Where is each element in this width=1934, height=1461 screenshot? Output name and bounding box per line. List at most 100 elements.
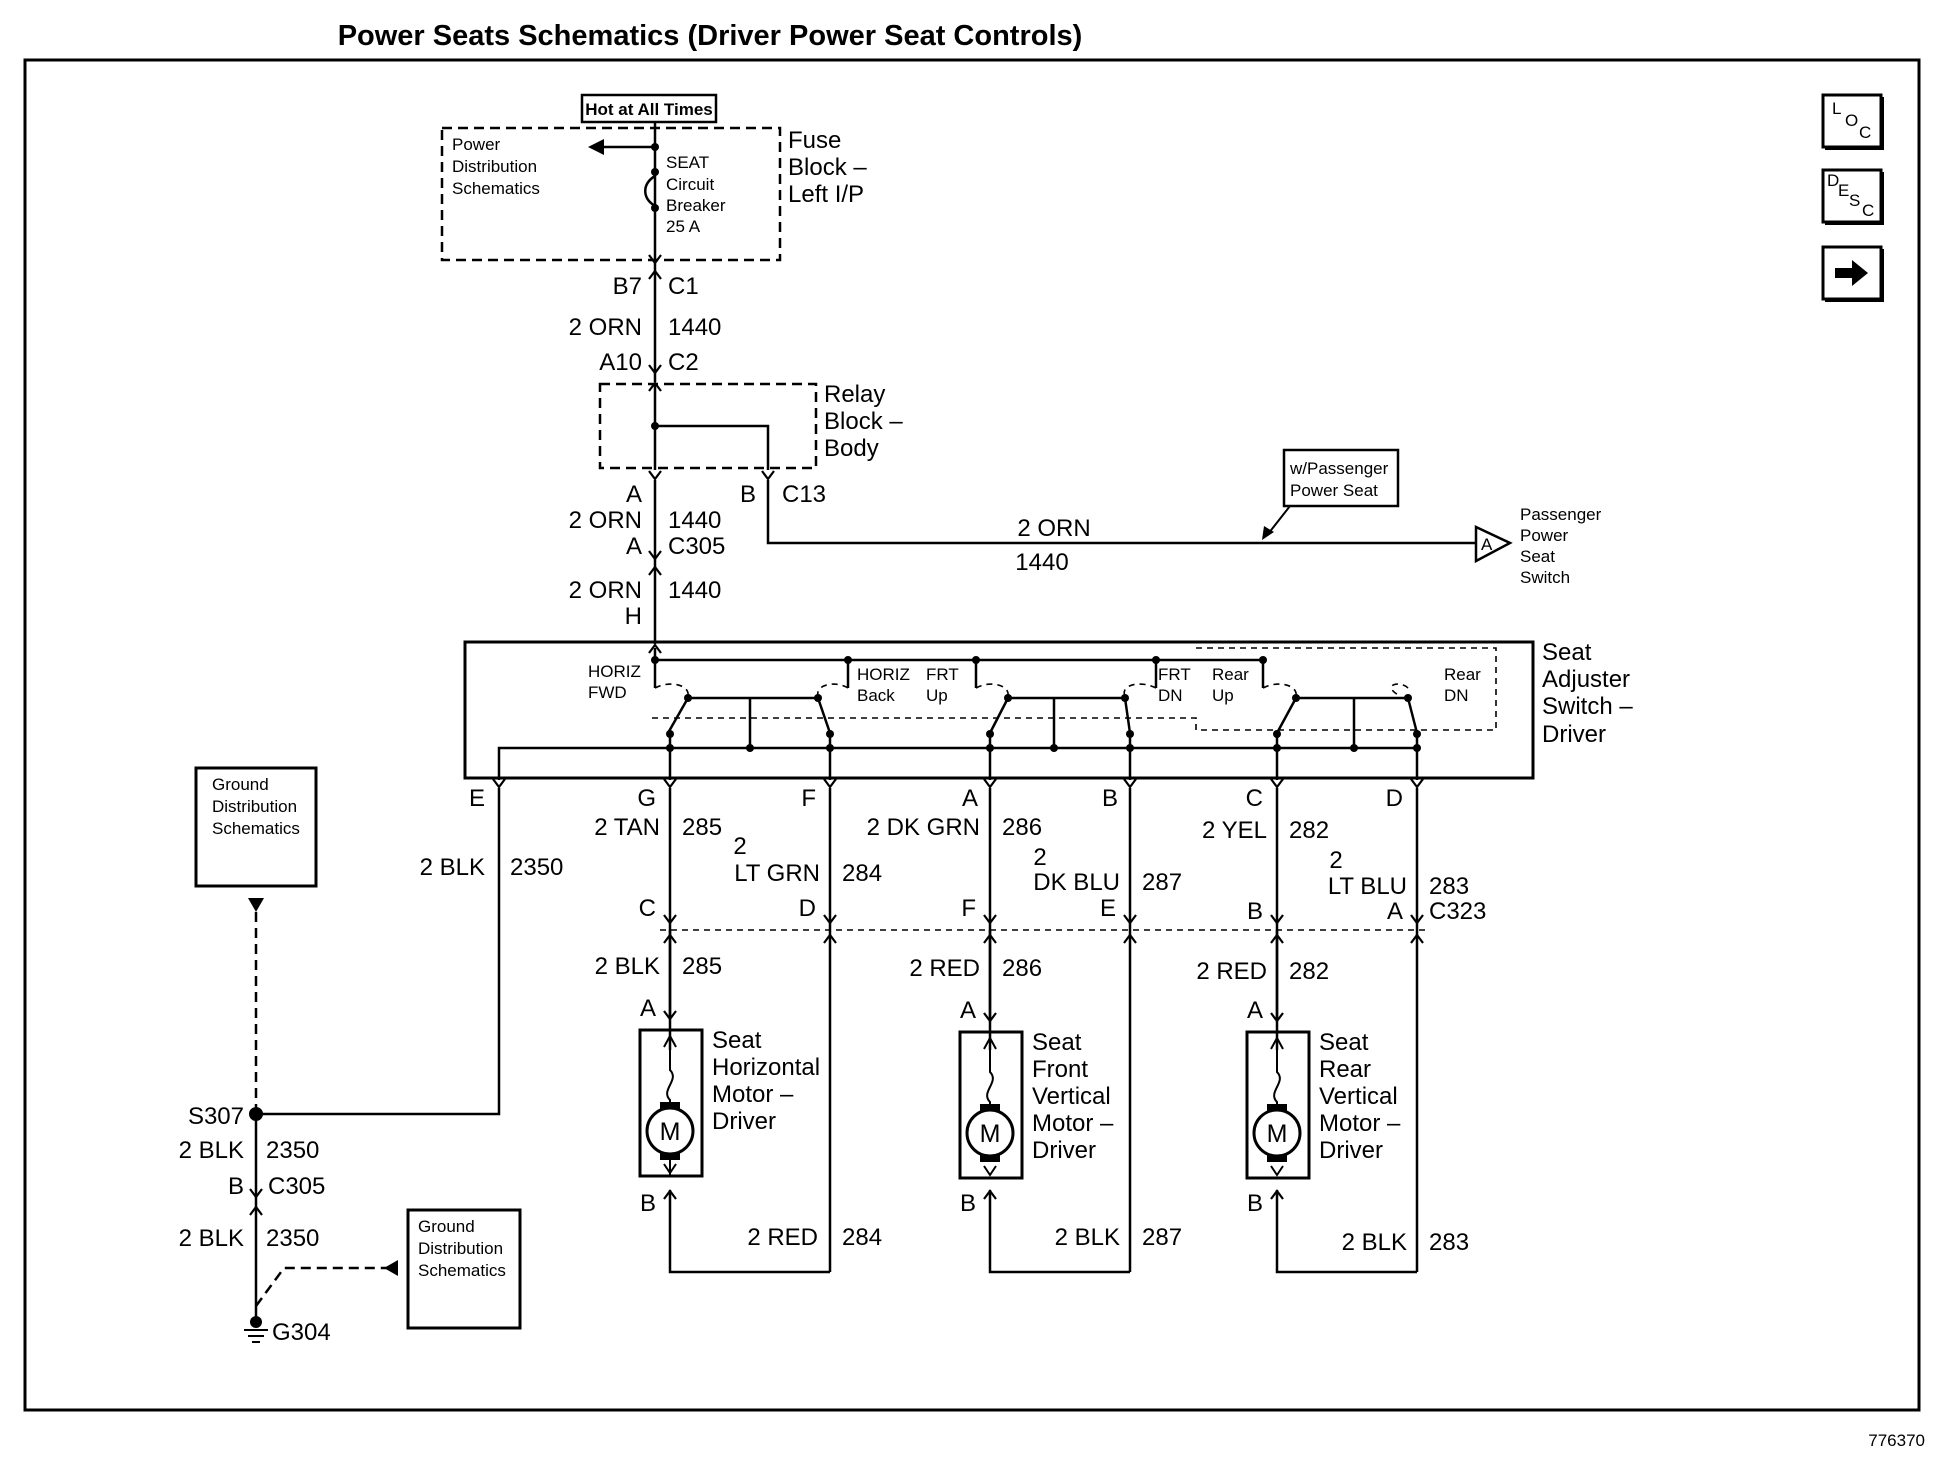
svg-text:Body: Body: [824, 435, 879, 462]
passenger-seat-switch-ref: Passenger Power Seat Switch: [1520, 505, 1602, 587]
svg-text:2 BLK: 2 BLK: [1055, 1224, 1120, 1251]
label-rear-dn: DN: [1444, 686, 1469, 705]
svg-text:Driver: Driver: [1319, 1137, 1383, 1164]
ground-symbol-icon: [244, 1316, 268, 1343]
svg-text:Switch: Switch: [1520, 568, 1570, 587]
svg-text:Seat: Seat: [712, 1027, 762, 1054]
svg-text:B: B: [960, 1190, 976, 1217]
svg-text:A: A: [960, 997, 976, 1024]
svg-text:Circuit: Circuit: [666, 175, 714, 194]
label-horiz-fwd: HORIZ: [588, 662, 641, 681]
loc-button[interactable]: L O C: [1821, 93, 1884, 150]
fuse-block-outline: [440, 126, 782, 262]
motor-icon: [645, 1106, 695, 1156]
wire-color-label: 2 DK GRN: [867, 814, 980, 841]
desc-button[interactable]: D E S C: [1821, 168, 1884, 225]
svg-text:Relay: Relay: [824, 381, 885, 408]
svg-text:Front: Front: [1032, 1056, 1088, 1083]
wire-color-label: LT GRN: [734, 860, 820, 887]
pin-d: D: [1386, 785, 1403, 812]
svg-text:Fuse: Fuse: [788, 127, 841, 154]
label-frt-dn: DN: [1158, 686, 1183, 705]
wire-color-label: 2 BLK: [179, 1137, 244, 1164]
desc-letter-4: C: [1862, 201, 1874, 220]
wire-color-label: 2 BLK: [420, 854, 485, 881]
svg-text:Motor –: Motor –: [712, 1081, 794, 1108]
svg-text:Ground: Ground: [418, 1217, 475, 1236]
loc-letter-2: O: [1845, 111, 1858, 130]
loc-letter-1: L: [1832, 99, 1841, 118]
svg-text:25 A: 25 A: [666, 217, 701, 236]
relay-branch: [655, 424, 770, 470]
svg-text:B: B: [1247, 1190, 1263, 1217]
wire-circuit-number: 2350: [266, 1137, 319, 1164]
seat-horizontal-motor: A M Seat Horizontal Motor – Driver B 2 R…: [638, 995, 882, 1274]
wire-circuit-number: 287: [1142, 869, 1182, 896]
pin-a: A: [962, 785, 978, 812]
splice-label: S307: [188, 1103, 244, 1130]
svg-text:Vertical: Vertical: [1032, 1083, 1111, 1110]
fuse-block-name: Fuse Block – Left I/P: [788, 127, 867, 208]
svg-text:Seat: Seat: [1319, 1029, 1369, 1056]
wire-color-label: 2 YEL: [1202, 817, 1267, 844]
svg-text:Ground: Ground: [212, 775, 269, 794]
svg-text:Switch –: Switch –: [1542, 693, 1633, 720]
seat-circuit-breaker-label: SEAT Circuit Breaker 25 A: [666, 153, 726, 236]
label-horiz-back: Back: [857, 686, 895, 705]
svg-text:Distribution: Distribution: [212, 797, 297, 816]
label-frt-up: FRT: [926, 665, 959, 684]
svg-text:Seat: Seat: [1542, 639, 1592, 666]
connector-c305: C305: [668, 533, 725, 560]
diagram-frame: [23, 58, 1921, 1412]
svg-text:Passenger: Passenger: [1520, 505, 1602, 524]
pin-f: F: [961, 895, 976, 922]
wire-circuit-number: 1440: [1015, 549, 1068, 576]
wire-color-label: 2: [1033, 844, 1046, 871]
label-rear-dn: Rear: [1444, 665, 1481, 684]
wire-circuit-number: 286: [1002, 814, 1042, 841]
svg-text:Block –: Block –: [788, 154, 867, 181]
connector-c323: C323: [1429, 898, 1486, 925]
switch-internal-outline: [652, 647, 1497, 731]
relay-block-name: Relay Block – Body: [824, 381, 903, 462]
circuit-breaker-symbol: [644, 174, 656, 208]
wire-color-label: 2 RED: [1196, 958, 1267, 985]
ground-wire-2350: [260, 788, 501, 1116]
passenger-option-label: w/Passenger Power Seat: [1282, 448, 1400, 508]
pin-a10: A10: [599, 349, 642, 376]
pin-c: C: [1246, 785, 1263, 812]
wire-circuit-number: 1440: [668, 314, 721, 341]
power-distribution-ref: Power Distribution Schematics: [452, 135, 540, 198]
desc-letter-3: S: [1849, 191, 1860, 210]
svg-text:284: 284: [842, 1224, 882, 1251]
pin-a: A: [626, 533, 642, 560]
svg-text:A: A: [640, 995, 656, 1022]
label-horiz-back: HORIZ: [857, 665, 910, 684]
pin-d: D: [799, 895, 816, 922]
svg-text:Power: Power: [452, 135, 501, 154]
switch-ground-bus: [497, 746, 1417, 780]
pin-b: B: [740, 481, 756, 508]
svg-text:w/Passenger: w/Passenger: [1289, 459, 1389, 478]
pin-a: A: [1387, 898, 1403, 925]
motor-icon: [1252, 1108, 1302, 1158]
page-title: Power Seats Schematics (Driver Power Sea…: [338, 20, 1083, 52]
right-arrow-icon: [1835, 260, 1868, 286]
pin-f: F: [801, 785, 816, 812]
ground-distribution-ref-lower: Ground Distribution Schematics: [406, 1208, 522, 1330]
svg-text:M: M: [1267, 1120, 1288, 1148]
left-arrow-icon: [588, 139, 604, 155]
pin-e: E: [1100, 895, 1116, 922]
motor-icon: [965, 1108, 1015, 1158]
next-page-button[interactable]: [1821, 245, 1884, 302]
connector-c1: C1: [668, 273, 699, 300]
svg-text:SEAT: SEAT: [666, 153, 709, 172]
wire-color-label: 2 ORN: [1017, 515, 1090, 542]
wire-color-label: 2 TAN: [594, 814, 660, 841]
svg-text:B: B: [640, 1190, 656, 1217]
wire-circuit-number: 284: [842, 860, 882, 887]
label-rear-up: Rear: [1212, 665, 1249, 684]
wire-color-label: 2 ORN: [569, 507, 642, 534]
